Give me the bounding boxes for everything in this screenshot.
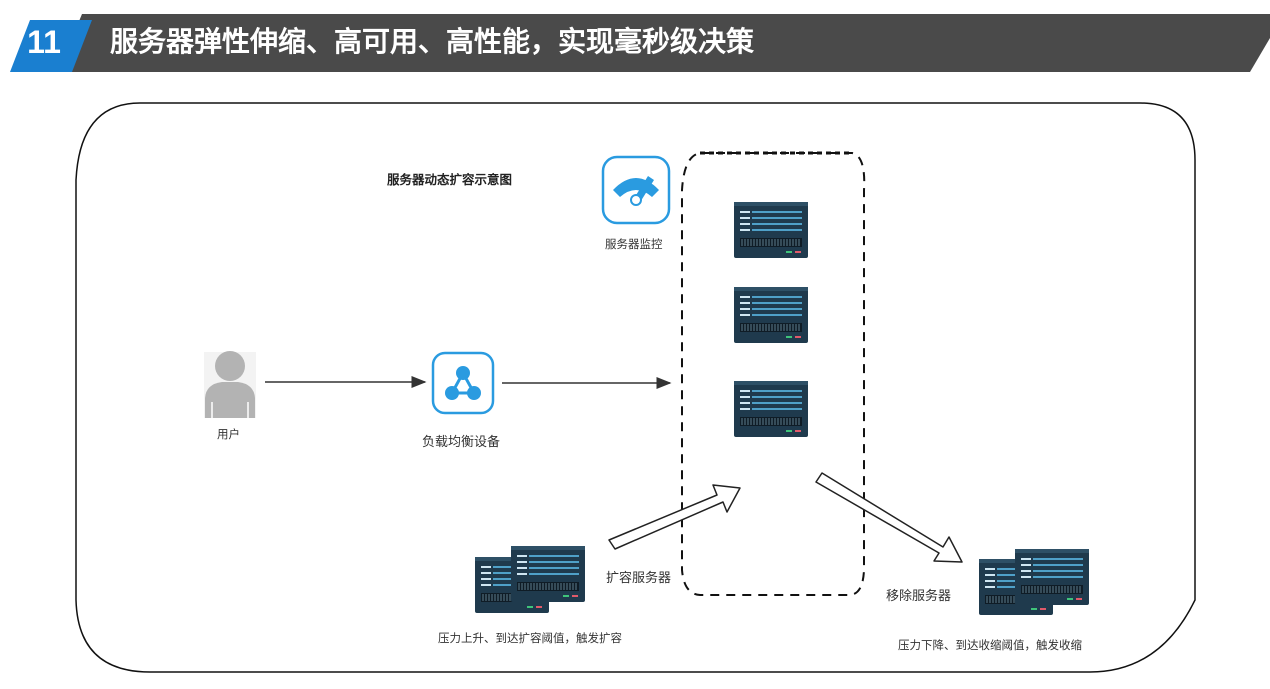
- banner-background: [10, 14, 1270, 72]
- user-icon: [204, 351, 256, 418]
- server-rack-icon: [510, 545, 586, 603]
- scale-out-arrow: [608, 484, 741, 550]
- header-banner: 11 服务器弹性伸缩、高可用、高性能，实现毫秒级决策: [0, 0, 1270, 72]
- server-rack-icon: [733, 201, 809, 259]
- user-label: 用户: [217, 427, 240, 441]
- section-number: 11: [27, 24, 61, 60]
- scale-in-label: 移除服务器: [886, 589, 952, 604]
- diagram-frame: [75, 102, 1196, 673]
- diagram-title: 服务器动态扩容示意图: [387, 172, 513, 187]
- page-title: 服务器弹性伸缩、高可用、高性能，实现毫秒级决策: [110, 25, 755, 58]
- speedometer-icon: [601, 155, 671, 225]
- banner-dark-band: [58, 14, 1270, 72]
- server-rack-icon: [1014, 548, 1090, 606]
- load-balancer-label: 负载均衡设备: [422, 435, 501, 450]
- scale-in-condition: 压力下降、到达收缩阈值，触发收缩: [898, 638, 1082, 652]
- server-rack-icon: [733, 380, 809, 438]
- scale-out-label: 扩容服务器: [606, 571, 672, 586]
- share-network-icon: [431, 351, 495, 415]
- scale-in-arrow: [815, 472, 963, 563]
- monitor-label: 服务器监控: [605, 237, 663, 251]
- scale-out-condition: 压力上升、到达扩容阈值，触发扩容: [438, 631, 622, 645]
- badge-blue-shape: [10, 20, 92, 72]
- server-rack-icon: [733, 286, 809, 344]
